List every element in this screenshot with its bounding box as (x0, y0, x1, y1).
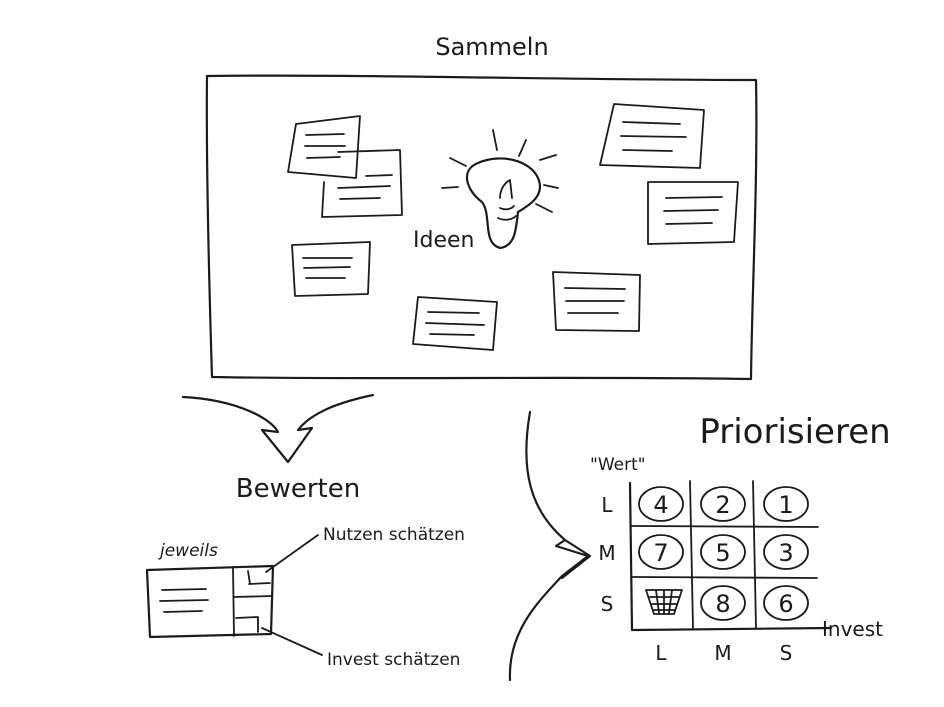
matrix-cell: 7 (638, 534, 684, 570)
cell-circle (700, 534, 746, 570)
idea-board (205, 74, 758, 381)
invest-pointer (261, 627, 323, 656)
cell-circle (763, 534, 809, 570)
cell-circle (763, 585, 809, 621)
invest-axis-label: Invest (822, 617, 883, 641)
row-label: L (601, 493, 613, 517)
col-label: L (655, 641, 667, 665)
matrix-cell: 6 (763, 585, 809, 621)
priority-matrix (628, 480, 832, 632)
priority-number: 7 (653, 539, 668, 567)
priority-number: 2 (715, 491, 730, 519)
sticky-note (552, 271, 641, 332)
matrix-cell: 8 (700, 585, 746, 621)
matrix-cell: 5 (700, 534, 746, 570)
col-label: M (714, 641, 731, 665)
priority-number: 6 (778, 590, 793, 618)
matrix-cell: 3 (763, 534, 809, 570)
matrix-cell: 1 (763, 486, 809, 522)
collect-title: Sammeln (435, 33, 548, 61)
cell-circle (700, 486, 746, 522)
priority-number: 8 (715, 590, 730, 618)
row-label: S (601, 592, 614, 616)
matrix-cell: 4 (638, 486, 684, 522)
ideas-label: Ideen (413, 228, 474, 253)
col-label: S (780, 641, 793, 665)
sticky-note (647, 181, 739, 245)
priority-number: 4 (653, 491, 668, 519)
cell-circle (763, 486, 809, 522)
cell-circle (700, 585, 746, 621)
priority-number: 1 (778, 491, 793, 519)
sticky-note (287, 115, 361, 179)
wastebasket-icon (645, 589, 683, 615)
cell-circle (638, 534, 684, 570)
row-label: M (598, 541, 615, 565)
sticky-note (321, 149, 403, 218)
rate-title: Bewerten (236, 474, 360, 504)
each-label: jeweils (158, 541, 218, 561)
cell-circle (638, 486, 684, 522)
prioritize-title: Priorisieren (699, 412, 890, 452)
sticky-note (291, 241, 371, 297)
value-axis-label: "Wert" (590, 455, 646, 475)
arrow-to-rate (181, 393, 375, 464)
priority-number: 5 (715, 539, 730, 567)
sticky-note (599, 103, 705, 169)
lightbulb-icon (441, 129, 559, 250)
matrix-cell: 2 (700, 486, 746, 522)
value-pointer (265, 534, 319, 573)
invest-estimate-label: Invest schätzen (327, 650, 460, 670)
rating-card (145, 564, 275, 639)
priority-number: 3 (778, 539, 793, 567)
value-estimate-label: Nutzen schätzen (323, 525, 465, 545)
sticky-note (412, 296, 498, 351)
arrow-to-prioritize (508, 410, 592, 682)
